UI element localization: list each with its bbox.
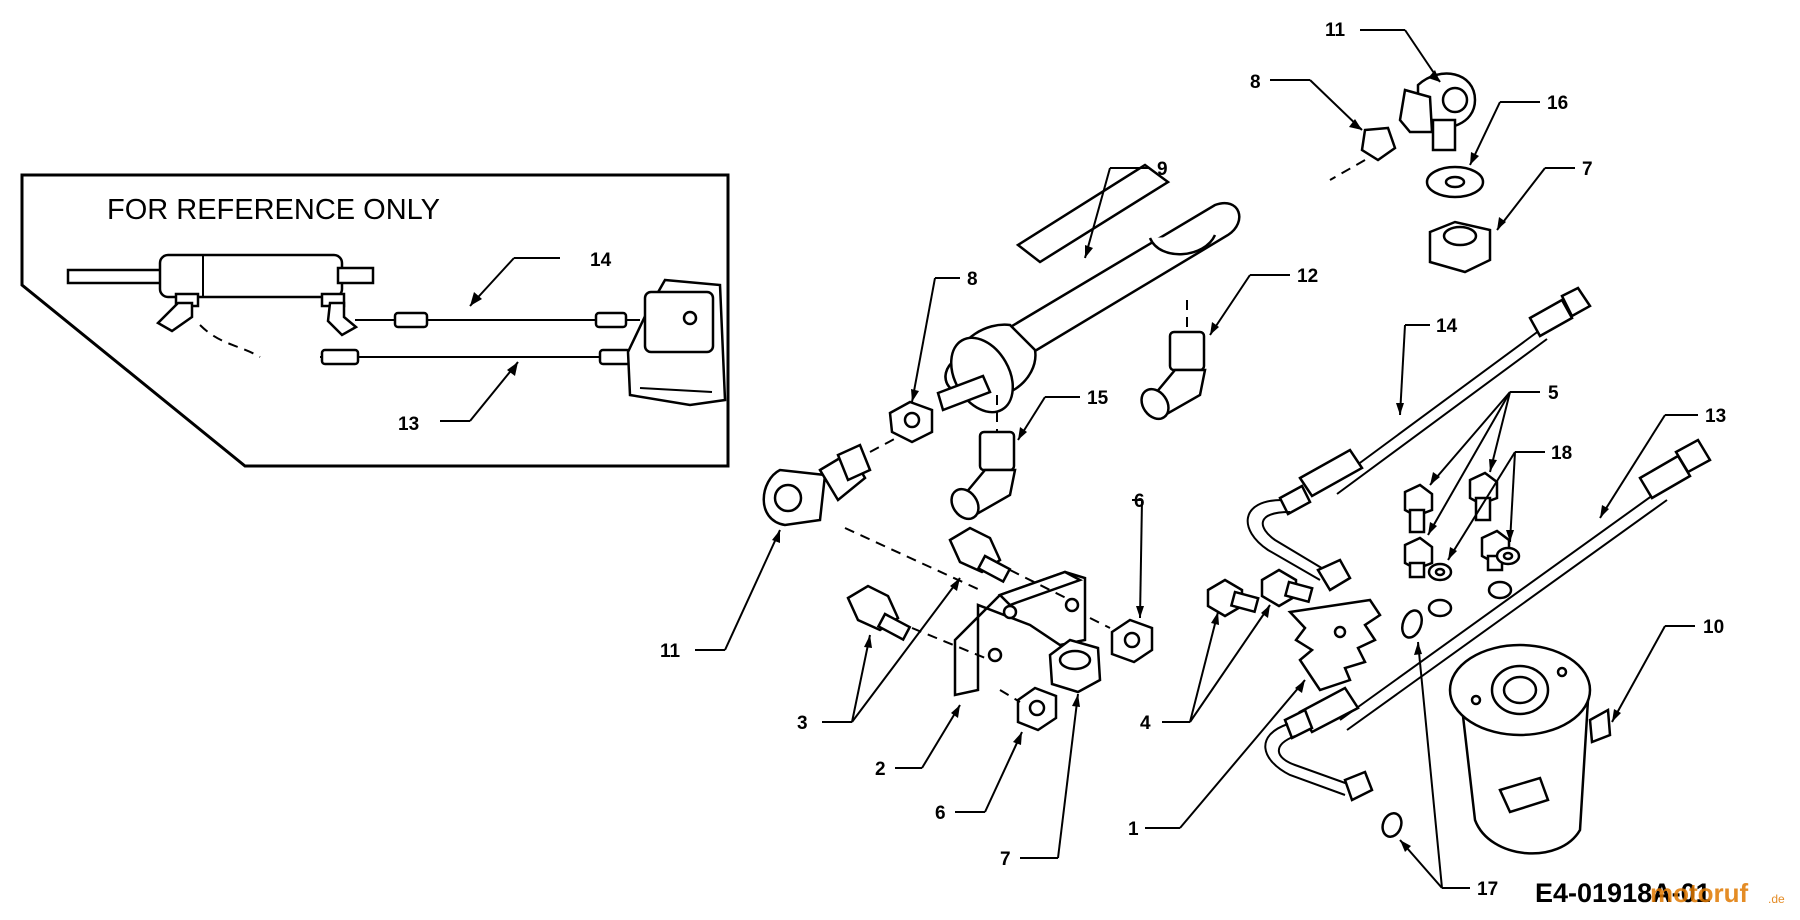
callout-4: 4	[1140, 713, 1151, 734]
washer-part-16	[1425, 165, 1485, 199]
callout-3: 3	[797, 713, 808, 734]
callout-labels: 11 8 16 7 9 8 12 15 14 5 18 13 6 11 3 2 …	[660, 20, 1726, 900]
callout-7-bottom: 7	[1000, 849, 1011, 870]
callout-9: 9	[1157, 159, 1168, 180]
reference-title: FOR REFERENCE ONLY	[107, 194, 440, 226]
callout-6-bottom: 6	[935, 803, 946, 824]
callout-17: 17	[1477, 879, 1498, 900]
nut-part-7-top	[1428, 220, 1492, 274]
callout-16: 16	[1547, 93, 1568, 114]
nut-part-7-bottom	[1048, 638, 1102, 694]
inset-leader-14	[469, 257, 560, 307]
reference-cylinder	[66, 253, 375, 308]
reference-hoses	[199, 311, 640, 366]
callout-11-left: 11	[660, 641, 681, 662]
hose-part-13	[1264, 438, 1712, 802]
bolt-part-3-b	[846, 584, 991, 661]
bracket-part-2	[953, 570, 1087, 697]
callout-13: 13	[1705, 406, 1726, 427]
reference-frame	[20, 173, 730, 468]
callout-15: 15	[1087, 388, 1109, 409]
leader-lines	[695, 29, 1698, 889]
nut-part-6-bottom	[999, 686, 1058, 732]
o-rings-part-17	[1381, 609, 1423, 838]
inset-callout-14: 14	[590, 250, 612, 271]
callout-5: 5	[1548, 383, 1559, 404]
hose-part-14	[1246, 286, 1592, 592]
reference-fittings	[155, 301, 359, 337]
callout-18: 18	[1551, 443, 1572, 464]
callout-6-right: 6	[1134, 491, 1145, 512]
rod-end-lower-part-11	[762, 435, 981, 591]
drawing-code: E4-01918A-01	[1535, 878, 1711, 908]
mounting-plate-part-1	[1287, 598, 1382, 692]
reference-inset: FOR REFERENCE ONLY	[20, 173, 730, 468]
steering-valve-part-10	[1448, 643, 1612, 855]
callout-7-top: 7	[1582, 159, 1593, 180]
elbow-fitting-part-15	[950, 395, 1017, 521]
callout-8-top: 8	[1250, 72, 1261, 93]
nut-part-6-right	[1089, 617, 1154, 664]
callout-8-mid: 8	[967, 269, 978, 290]
elbow-fitting-part-12	[1140, 300, 1207, 421]
reference-valve	[626, 278, 727, 407]
callout-14: 14	[1436, 316, 1458, 337]
callout-12: 12	[1297, 266, 1318, 287]
callout-10: 10	[1703, 617, 1724, 638]
callout-1: 1	[1128, 819, 1139, 840]
inset-leader-13	[440, 361, 519, 422]
bolts-part-4	[1206, 568, 1314, 618]
watermark-domain: .de	[1768, 892, 1785, 906]
washers-part-18	[1427, 546, 1521, 618]
callout-2: 2	[875, 759, 886, 780]
bolt-part-3-a	[948, 526, 1071, 601]
hydraulic-cylinder-part-9	[936, 163, 1241, 414]
watermark-brand: motoruf	[1650, 878, 1749, 908]
jam-nut-part-8-mid	[888, 400, 934, 444]
rod-end-upper-part-11	[1329, 72, 1477, 181]
inset-callout-13: 13	[398, 414, 419, 435]
callout-11-top: 11	[1325, 20, 1346, 41]
